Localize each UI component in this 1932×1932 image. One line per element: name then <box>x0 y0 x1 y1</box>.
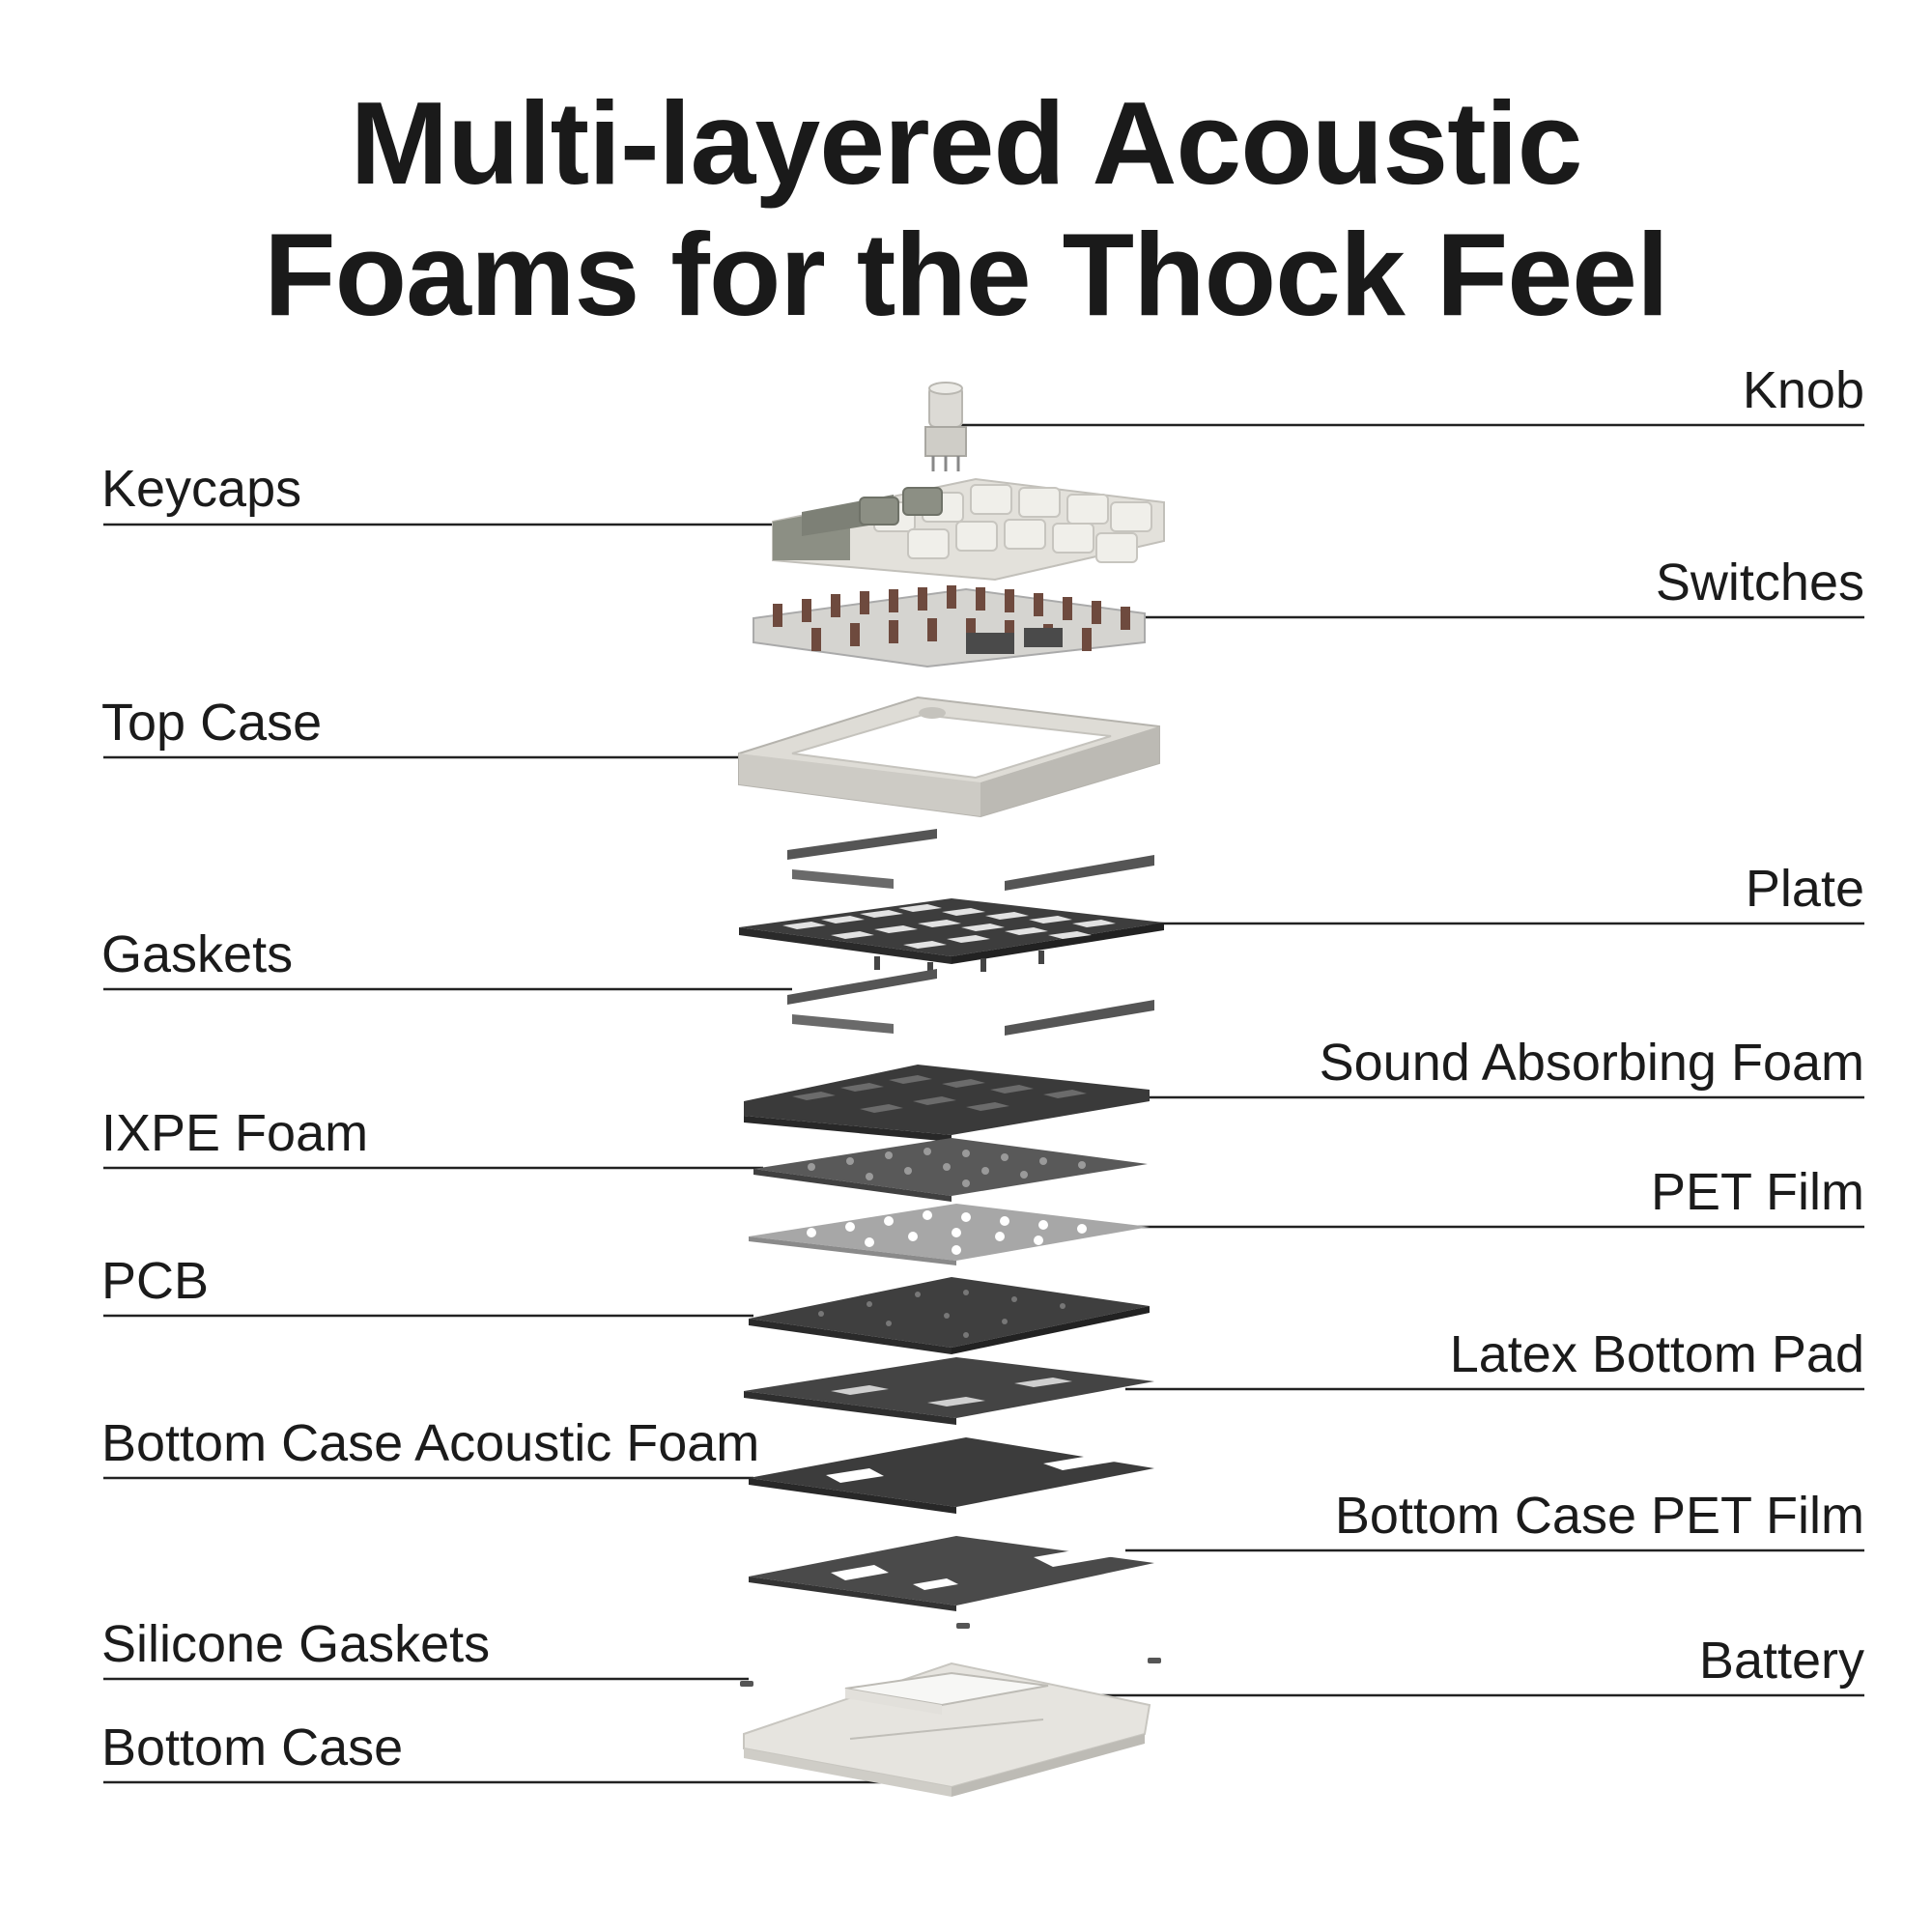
label-gaskets: Gaskets <box>101 925 294 983</box>
label-bottom-case: Bottom Case <box>101 1719 404 1776</box>
gaskets-upper-illustration <box>787 829 1154 891</box>
label-silicone-gaskets: Silicone Gaskets <box>101 1615 491 1673</box>
pet-film-illustration <box>749 1204 1150 1265</box>
plate-illustration <box>739 898 1164 976</box>
top-case-illustration <box>738 696 1160 818</box>
bottom-case-pet-film-illustration <box>749 1536 1154 1611</box>
ixpe-foam-illustration <box>753 1138 1148 1202</box>
latex-bottom-pad-illustration <box>744 1357 1154 1425</box>
label-pcb: PCB <box>101 1252 210 1310</box>
page-title: Multi-layered Acoustic Foams for the Tho… <box>0 77 1932 340</box>
label-ixpe-foam: IXPE Foam <box>101 1104 369 1162</box>
label-latex-bottom-pad: Latex Bottom Pad <box>1449 1325 1864 1383</box>
battery-illustration <box>844 1671 1049 1715</box>
bottom-case-acoustic-foam-illustration <box>749 1437 1154 1514</box>
label-switches: Switches <box>1655 554 1864 611</box>
label-bottom-case-pet-film: Bottom Case PET Film <box>1334 1487 1864 1545</box>
leader-lines-right <box>952 423 1864 1697</box>
label-bottom-case-acoustic-foam: Bottom Case Acoustic Foam <box>101 1414 760 1472</box>
label-top-case: Top Case <box>101 694 323 752</box>
switches-illustration <box>753 585 1146 668</box>
leader-lines-left <box>103 523 932 1784</box>
gaskets-lower-illustration <box>787 969 1154 1036</box>
pcb-illustration <box>749 1277 1150 1354</box>
sound-absorbing-foam-illustration <box>744 1065 1150 1142</box>
label-pet-film: PET Film <box>1650 1163 1864 1221</box>
label-plate: Plate <box>1745 860 1864 918</box>
label-knob: Knob <box>1742 361 1864 419</box>
keycaps-illustration <box>772 477 1165 582</box>
label-battery: Battery <box>1698 1632 1864 1690</box>
label-keycaps: Keycaps <box>101 460 302 518</box>
title-line-2: Foams for the Thock Feel <box>264 209 1669 340</box>
label-sound-absorbing-foam: Sound Absorbing Foam <box>1319 1034 1864 1092</box>
silicone-gaskets-illustration <box>740 1623 1161 1687</box>
bottom-case-illustration <box>743 1662 1151 1797</box>
knob-illustration <box>924 382 967 471</box>
title-line-1: Multi-layered Acoustic <box>350 77 1582 209</box>
